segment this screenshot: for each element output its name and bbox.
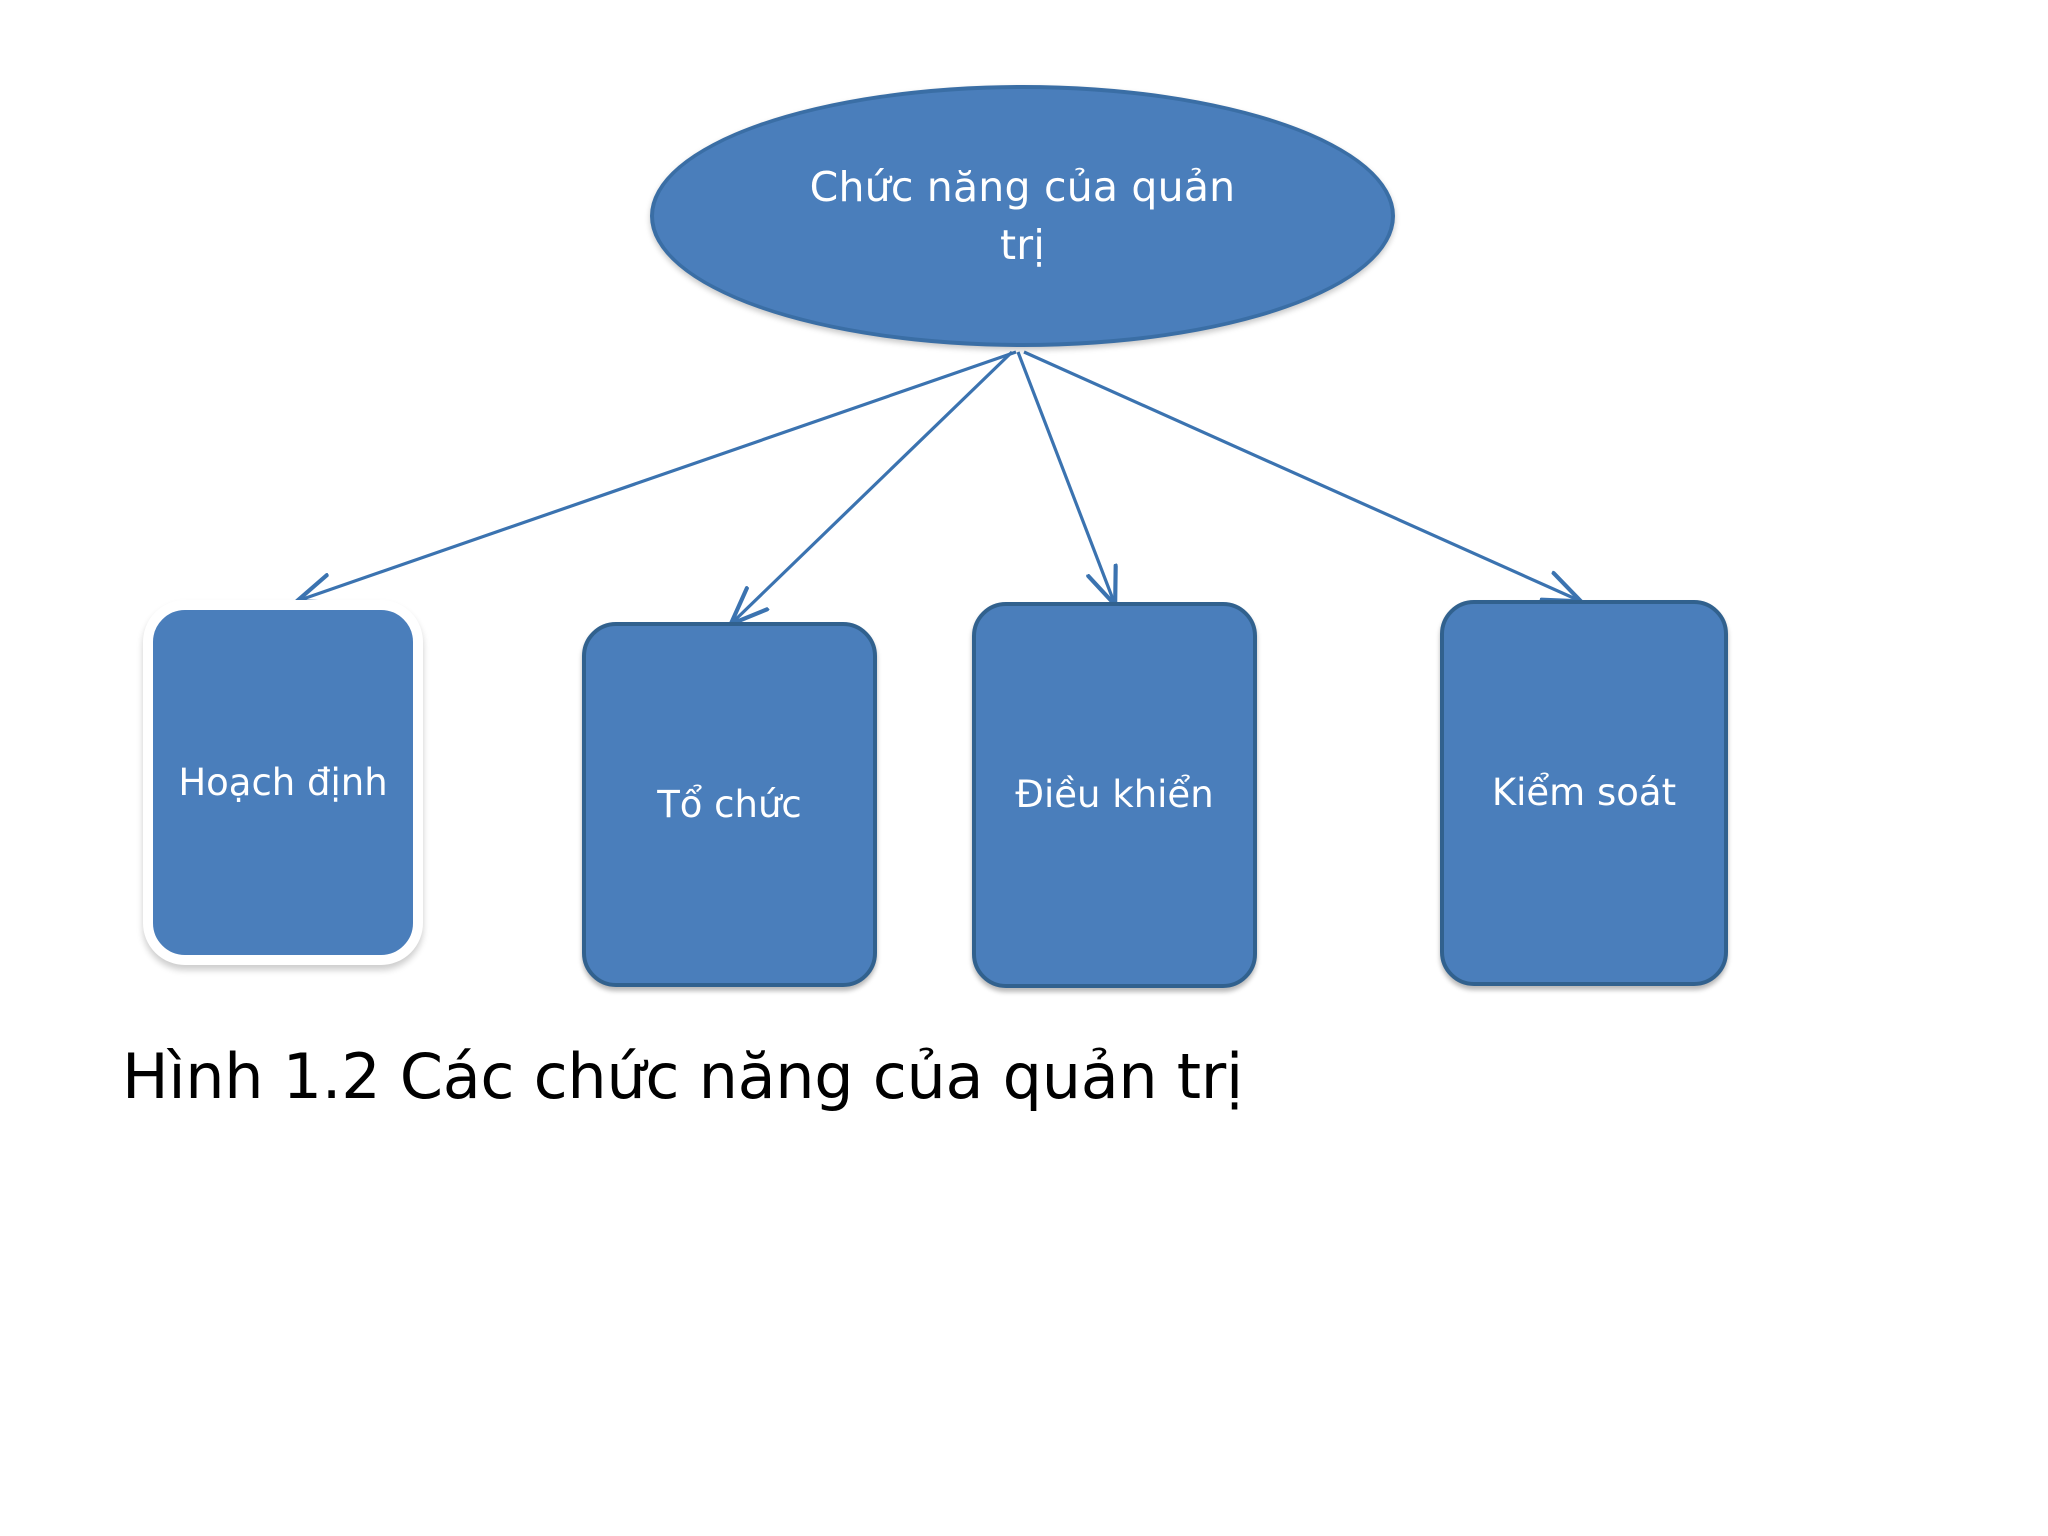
connector-to-dieu-khien: [1016, 351, 1114, 602]
node-kiem-soat[interactable]: Kiểm soát: [1440, 600, 1728, 986]
figure-caption: Hình 1.2 Các chức năng của quản trị: [122, 1040, 1243, 1113]
root-node-chuc-nang-quan-tri[interactable]: Chức năng của quản trị: [650, 85, 1395, 347]
node-dieu-khien-label: Điều khiển: [1015, 773, 1214, 817]
node-hoach-dinh-label: Hoạch định: [178, 760, 388, 804]
connector-to-kiem-soat: [1023, 350, 1578, 600]
node-to-chuc-label: Tổ chức: [657, 782, 802, 826]
node-dieu-khien[interactable]: Điều khiển: [972, 602, 1257, 988]
node-kiem-soat-label: Kiểm soát: [1491, 771, 1677, 815]
node-to-chuc[interactable]: Tổ chức: [582, 622, 877, 987]
node-hoach-dinh[interactable]: Hoạch định: [143, 600, 423, 965]
connector-to-hoach-dinh: [300, 350, 1017, 600]
connector-to-to-chuc: [733, 350, 1014, 622]
root-node-label: Chức năng của quản trị: [809, 162, 1236, 269]
